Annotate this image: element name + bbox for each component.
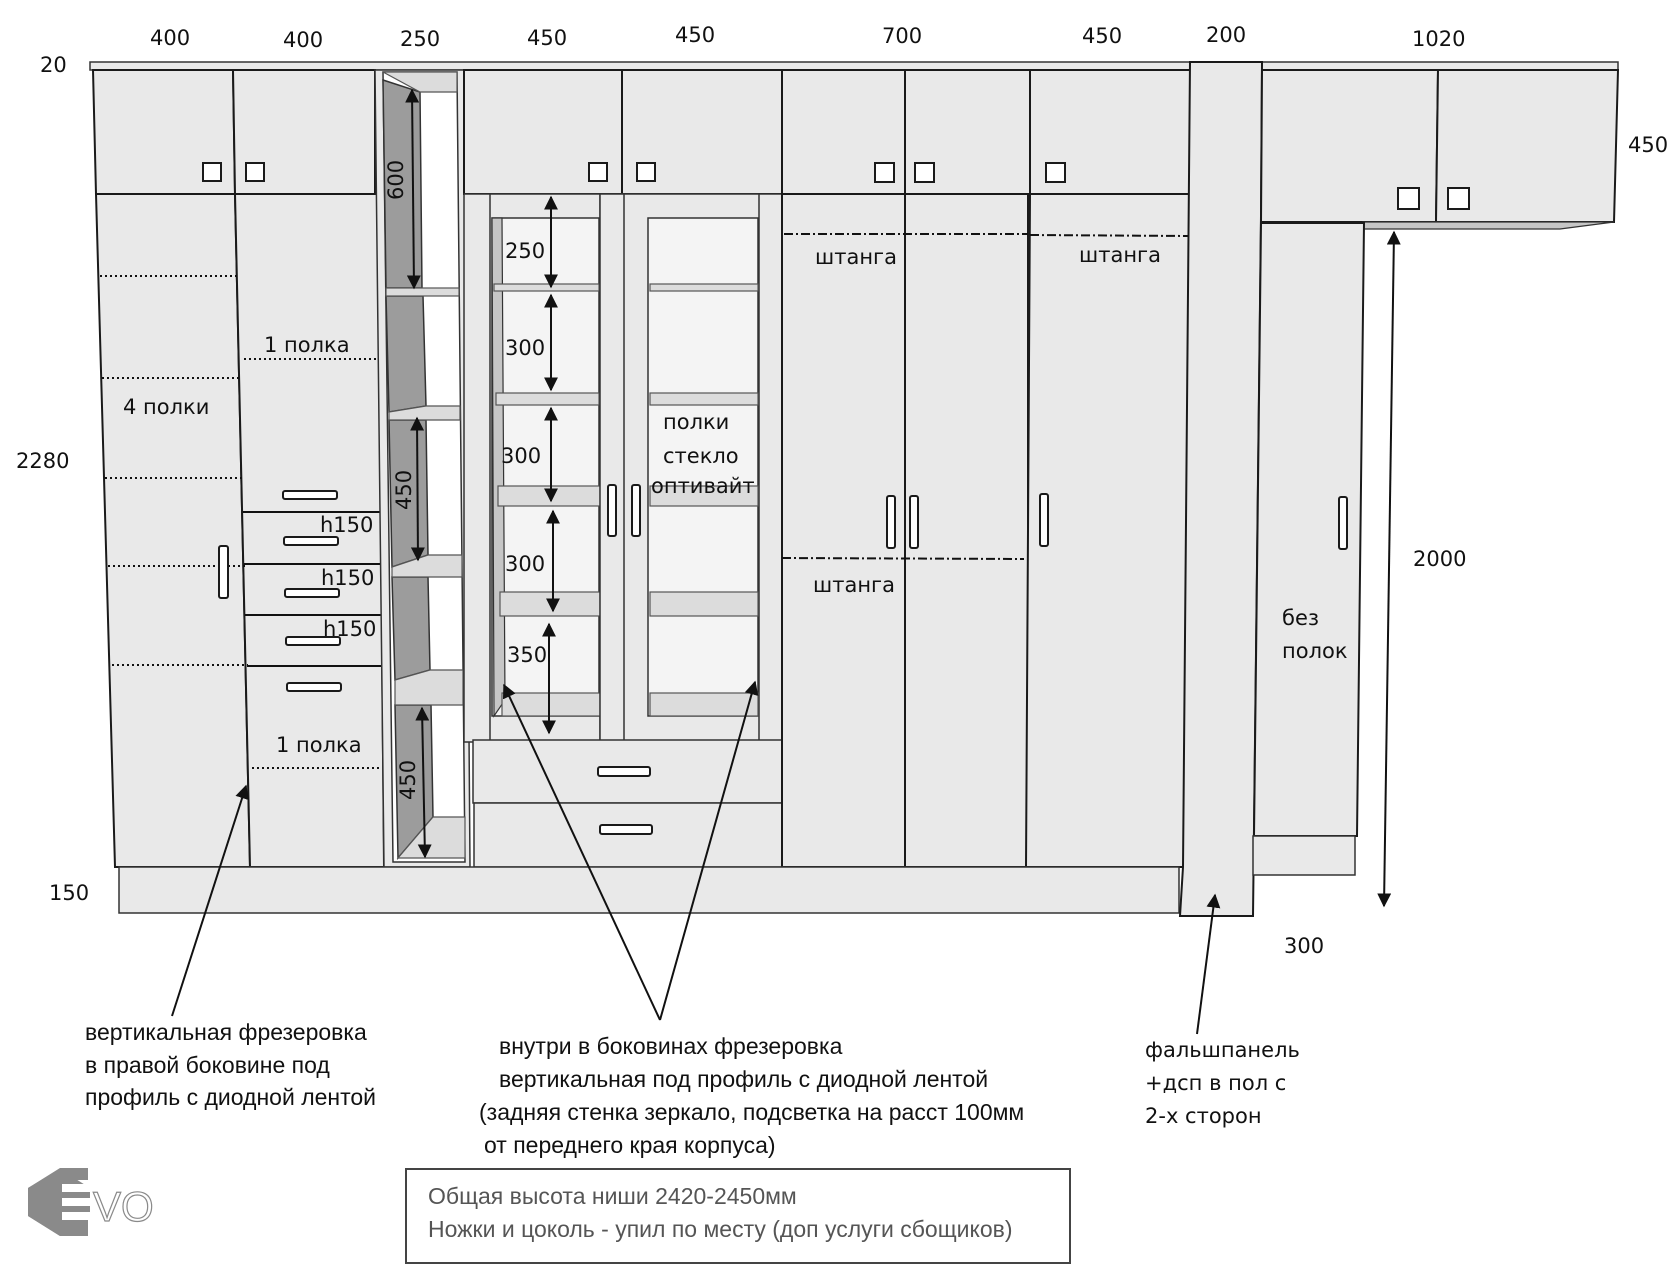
annotation-right: фальшпанель +дсп в пол с 2-х сторон [1145,1038,1300,1128]
gap-dimension: 250 [505,239,545,263]
handle-icon [282,490,338,500]
section-left-double: 4 полки 1 полка h150 h150 h150 1 полка [91,69,386,868]
section-right: без полок [1252,69,1620,908]
gap-dimension: 600 [384,160,408,200]
logo-text: VO [93,1183,154,1230]
width-dimension: 1020 [1412,27,1465,51]
annotation-line: 2-х сторон [1145,1104,1262,1128]
section-450-single: штанга [1024,69,1192,868]
handle-icon [1039,493,1049,547]
one-shelf-bottom-label: 1 полка [276,733,362,757]
handle-icon [218,545,229,599]
annotation-line: профиль с диодной лентой [85,1084,376,1110]
handle-icon [607,484,617,537]
annotation-center: внутри в боковинах фрезеровка вертикальн… [479,1033,1024,1158]
right-height-dimension: 2000 [1413,547,1466,571]
knob-icon [588,162,608,182]
handle-icon [283,536,339,546]
gap-dimension: 300 [501,444,541,468]
handle-icon [284,588,340,598]
leader-line [1196,893,1221,1035]
four-shelves-label: 4 полки [123,395,209,419]
tall-door-700-right [904,193,1029,868]
tall-door-450 [1024,193,1192,868]
width-dimension: 200 [1206,23,1246,47]
no-shelves-label: полок [1282,639,1348,663]
drawer-height-label: h150 [323,617,376,641]
knob-icon [1045,162,1066,183]
glass-cabinet-section: 250 300 300 300 350 полки стекло оптивай… [463,69,784,868]
knob-icon [636,162,656,182]
plinth-dimension: 150 [49,881,89,905]
rod-label: штанга [815,245,897,269]
knob-icon [914,162,935,183]
leader-line [502,683,661,1021]
annotation-line: фальшпанель [1145,1038,1300,1062]
open-shelf-column: 600 450 450 [374,69,471,868]
knob-icon [1397,187,1420,210]
side-dimensions: 20 2280 150 450 2000 300 [16,53,1668,958]
handle-icon [886,495,896,549]
knob-icon [1447,187,1470,210]
false-panel [1178,61,1264,917]
one-shelf-top-label: 1 полка [264,333,350,357]
glass-shelves-label: стекло [663,444,739,468]
evo-logo: VO [28,1168,154,1236]
annotation-line: вертикальная под профиль с диодной ленто… [499,1066,988,1092]
width-dimension: 400 [150,26,190,50]
handle-icon [1338,496,1348,550]
note-line: Общая высота ниши 2420-2450мм [428,1183,797,1209]
width-dimension: 700 [882,24,922,48]
handle-icon [599,824,653,835]
crown-dimension: 20 [40,53,67,77]
upper-right-height-dimension: 450 [1628,133,1668,157]
note-line: Ножки и цоколь - упил по месту (доп услу… [428,1216,1013,1242]
width-dimension: 450 [675,23,715,47]
width-dimension: 450 [527,26,567,50]
knob-icon [874,162,895,183]
annotation-line: (задняя стенка зеркало, подсветка на рас… [479,1099,1024,1125]
annotation-left: вертикальная фрезеровка в правой боковин… [85,1019,376,1110]
handle-icon [631,484,641,537]
glass-shelves-label: оптивайт [651,474,755,498]
knob-icon [245,162,265,182]
top-dimensions: 400 400 250 450 450 700 450 200 1020 [150,23,1465,52]
width-dimension: 450 [1082,24,1122,48]
rod-label: штанга [813,573,895,597]
handle-icon [285,636,341,646]
gap-dimension: 300 [505,336,545,360]
gap-dimension: 350 [507,643,547,667]
no-shelves-label: без [1282,606,1319,630]
tall-door-300 [1252,222,1366,837]
drawer-height-label: h150 [320,513,373,537]
gap-dimension: 450 [396,760,420,800]
plinth [118,866,1180,914]
leader-line [171,784,249,1017]
right-width-dimension: 300 [1284,934,1324,958]
annotation-line: +дсп в пол с [1145,1071,1286,1095]
annotation-line: вертикальная фрезеровка [85,1019,367,1045]
knob-icon [202,162,222,182]
crown-strip [89,61,1619,71]
annotation-line: от переднего края корпуса) [484,1132,776,1158]
tall-door-left [94,193,252,868]
width-dimension: 400 [283,28,323,52]
gap-dimension: 450 [392,470,416,510]
rod-label: штанга [1079,243,1161,267]
height-dimension: 2280 [16,449,69,473]
annotation-line: внутри в боковинах фрезеровка [499,1033,843,1059]
note-box: Общая высота ниши 2420-2450мм Ножки и цо… [405,1168,1071,1264]
drawer-height-label: h150 [321,566,374,590]
handle-icon [286,682,342,692]
leader-line [659,680,759,1021]
annotation-line: в правой боковине под [85,1052,330,1078]
section-700: штанга штанга [781,69,1031,868]
width-dimension: 250 [400,27,440,51]
glass-shelves-label: полки [663,410,729,434]
handle-icon [909,495,919,549]
handle-icon [597,766,651,777]
gap-dimension: 300 [505,552,545,576]
